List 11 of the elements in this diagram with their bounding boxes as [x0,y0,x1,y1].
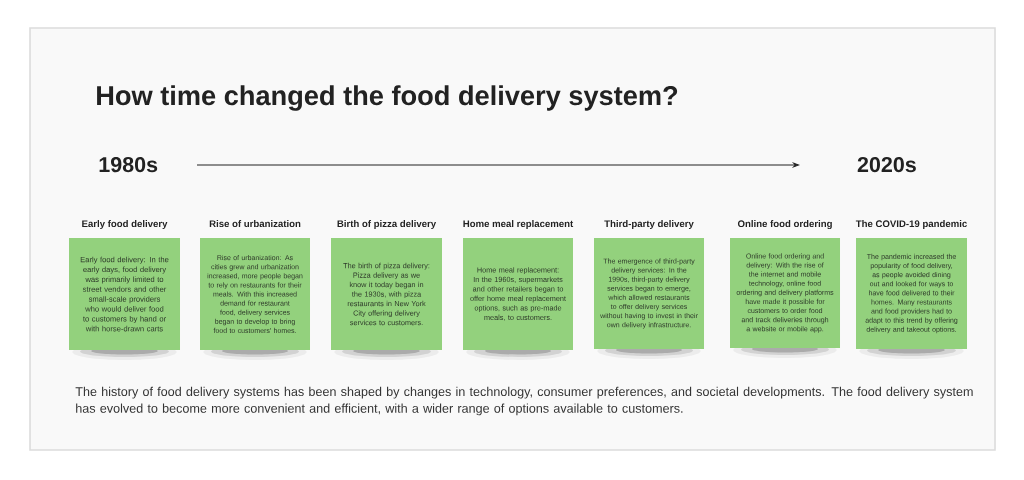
note-title: Birth of pizza delivery [337,220,437,229]
note-title: Early food delivery [82,220,168,229]
note-title: The COVID-19 pandemic [855,220,967,229]
note-title: Rise of urbanization [209,220,301,228]
note-title: Online food ordering [737,220,832,230]
year-label: 1980s [99,157,158,173]
note-title: Third-party delivery [604,220,694,229]
title: How time changed the food delivery system? [97,85,678,111]
note-title: Home meal replacement [463,220,574,229]
caption: The history of food delivery systems has been shaped by changes in technology, consumer preferences, and societal developments. The food delivery system has evolved to become more convenient and efficient, with a wider range of options available to customers. [75,386,973,416]
year-label: 2020s [857,157,916,173]
